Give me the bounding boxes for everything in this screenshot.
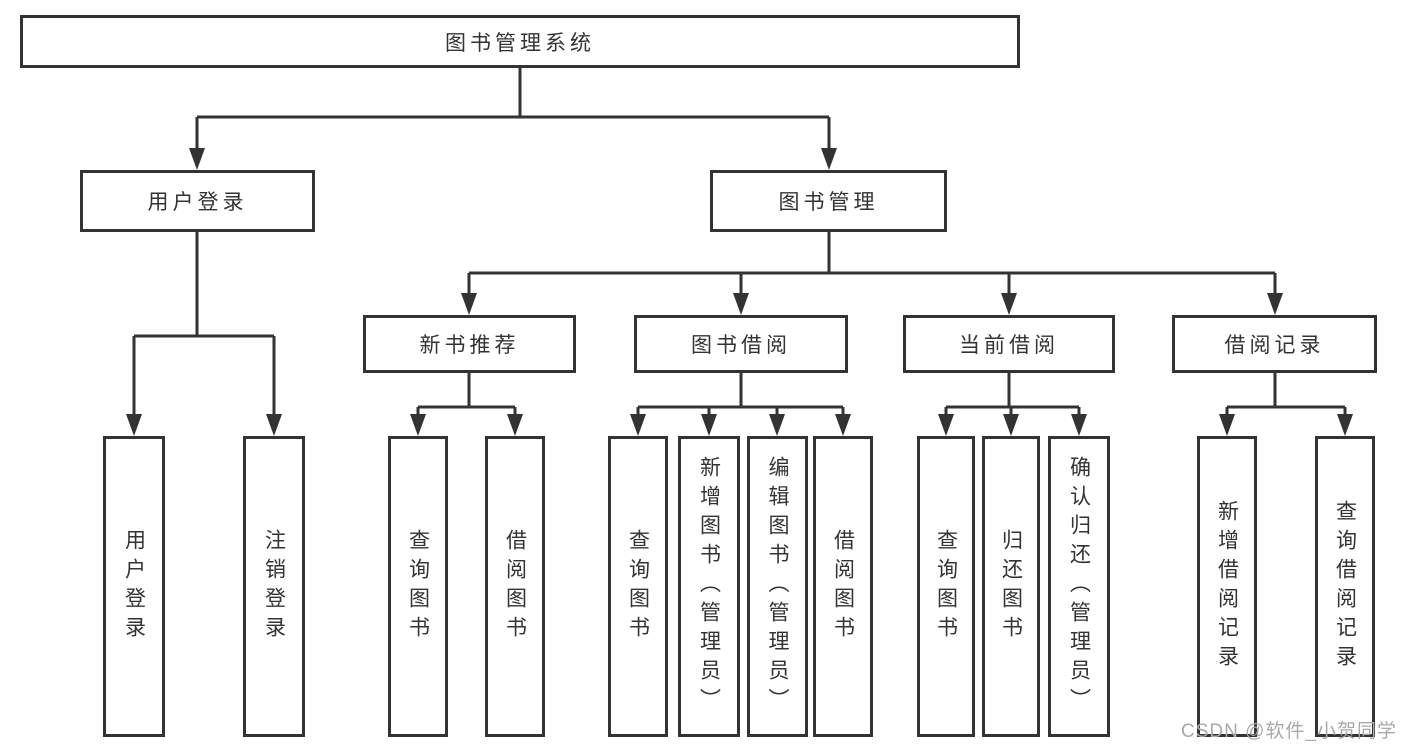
leaf-query-books-current: 查询图书 (917, 436, 975, 737)
leaf-edit-books-admin: 编辑图书（管理员） (747, 436, 808, 737)
leaf-query-books-recommend: 查询图书 (388, 436, 448, 737)
csdn-watermark: CSDN @软件_小贺同学 (1181, 721, 1397, 742)
leaf-return-books-label: 归还图书 (999, 528, 1023, 645)
leaf-add-books-admin: 新增图书（管理员） (678, 436, 740, 737)
node-book-management-label: 图书管理 (778, 191, 879, 214)
node-borrow-records: 借阅记录 (1172, 315, 1377, 373)
leaf-confirm-return-admin: 确认归还（管理员） (1048, 436, 1110, 737)
leaf-confirm-return-admin-label: 确认归还（管理员） (1067, 456, 1091, 717)
leaf-return-books: 归还图书 (982, 436, 1040, 737)
node-current-borrow: 当前借阅 (903, 315, 1115, 373)
leaf-user-login: 用户登录 (103, 436, 165, 737)
leaf-borrow-books-recommend: 借阅图书 (485, 436, 545, 737)
node-user-login-label: 用户登录 (147, 191, 248, 214)
node-book-borrow-label: 图书借阅 (691, 334, 791, 357)
node-root: 图书管理系统 (20, 15, 1020, 68)
node-new-book-recommend: 新书推荐 (363, 315, 576, 373)
node-root-label: 图书管理系统 (445, 31, 595, 55)
node-current-borrow-label: 当前借阅 (959, 334, 1059, 357)
leaf-user-login-label: 用户登录 (122, 528, 146, 645)
leaf-logout: 注销登录 (243, 436, 305, 737)
leaf-borrow-books-recommend-label: 借阅图书 (503, 528, 527, 645)
leaf-query-books-borrow-label: 查询图书 (626, 528, 650, 645)
node-book-management: 图书管理 (710, 170, 947, 232)
leaf-edit-books-admin-label: 编辑图书（管理员） (766, 456, 789, 717)
node-new-book-recommend-label: 新书推荐 (419, 334, 520, 357)
node-user-login: 用户登录 (80, 170, 315, 232)
node-book-borrow: 图书借阅 (634, 315, 848, 373)
node-borrow-records-label: 借阅记录 (1224, 334, 1325, 357)
leaf-query-borrow-record: 查询借阅记录 (1315, 436, 1375, 737)
leaf-borrow-books: 借阅图书 (813, 436, 873, 737)
leaf-borrow-books-label: 借阅图书 (831, 528, 855, 645)
leaf-add-borrow-record-label: 新增借阅记录 (1215, 499, 1239, 674)
leaf-logout-label: 注销登录 (262, 528, 286, 645)
leaf-query-books-recommend-label: 查询图书 (406, 528, 430, 645)
leaf-query-books-current-label: 查询图书 (934, 528, 958, 645)
leaf-add-books-admin-label: 新增图书（管理员） (697, 456, 721, 717)
leaf-query-books-borrow: 查询图书 (608, 436, 668, 737)
leaf-add-borrow-record: 新增借阅记录 (1197, 436, 1257, 737)
arrowheads (126, 148, 1353, 436)
leaf-query-borrow-record-label: 查询借阅记录 (1333, 499, 1357, 674)
